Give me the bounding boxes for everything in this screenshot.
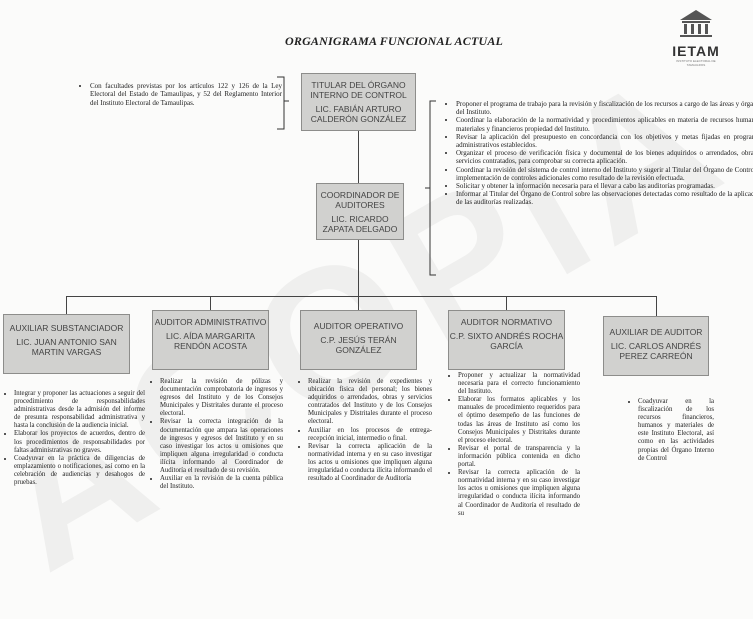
coordinador-box: COORDINADOR DE AUDITORES LIC. RICARDO ZA… — [316, 183, 404, 240]
logo-tagline: INSTITUTO ELECTORAL DE TAMAULIPAS — [676, 59, 716, 67]
unit-duty: Proponer y actualizar la normatividad ne… — [458, 372, 580, 396]
unit-duties-auxiliar-substanciador: Integrar y proponer las actuaciones a se… — [2, 390, 145, 487]
connector-unit-1 — [66, 296, 67, 314]
unit-duties-auditor-normativo: Proponer y actualizar la normatividad ne… — [446, 372, 580, 518]
legal-note: Con facultades previstas por los artícul… — [78, 82, 282, 107]
unit-duty: Revisar el portal de transparencia y la … — [458, 445, 580, 469]
unit-box-auxiliar-de-auditor: AUXILIAR DE AUDITOR LIC. CARLOS ANDRÉS P… — [603, 316, 709, 376]
unit-role: AUXILIAR DE AUDITOR — [609, 327, 703, 337]
connector-titular-coord — [358, 131, 359, 183]
unit-role: AUDITOR NORMATIVO — [460, 317, 553, 327]
unit-name: C.P. JESÚS TERÁN GONZÁLEZ — [320, 335, 397, 355]
unit-duty: Integrar y proponer las actuaciones a se… — [14, 390, 145, 430]
coord-duty-4: Organizar el proceso de verificación fís… — [456, 149, 753, 165]
coord-duty-5: Coordinar la revisión del sistema de con… — [456, 166, 753, 182]
unit-duties-auxiliar-de-auditor: Coadyuvar en la fiscalización de los rec… — [626, 398, 714, 463]
connector-unit-4 — [506, 296, 507, 310]
connector-unit-2 — [210, 296, 211, 310]
unit-duty: Elaborar los proyectos de acuerdos, dent… — [14, 430, 145, 454]
coordinador-duties: Proponer el programa de trabajo para la … — [444, 100, 753, 207]
unit-duty: Auxiliar en la revisión de la cuenta púb… — [160, 475, 283, 491]
unit-name: C.P. SIXTO ANDRÉS ROCHA GARCÍA — [449, 331, 564, 351]
connector-coord-down — [358, 240, 359, 296]
connector-unit-5 — [656, 296, 657, 316]
unit-duties-auditor-operativo: Realizar la revisión de expedientes y ub… — [296, 378, 432, 483]
unit-box-auxiliar-substanciador: AUXILIAR SUBSTANCIADOR LIC. JUAN ANTONIO… — [3, 314, 130, 374]
unit-duty: Elaborar los formatos aplicables y los m… — [458, 396, 580, 445]
titular-role: TITULAR DEL ÓRGANO INTERNO DE CONTROL — [310, 80, 407, 100]
duties-bracket — [425, 100, 436, 276]
unit-box-auditor-administrativo: AUDITOR ADMINISTRATIVO LIC. AÍDA MARGARI… — [152, 310, 269, 370]
coord-duty-6: Solicitar y obtener la información neces… — [456, 182, 753, 190]
coordinador-role: COORDINADOR DE AUDITORES — [320, 190, 400, 210]
connector-unit-3 — [358, 296, 359, 310]
unit-duties-auditor-administrativo: Realizar la revisión de pólizas y docume… — [148, 378, 283, 491]
coord-duty-1: Proponer el programa de trabajo para la … — [456, 100, 753, 116]
unit-name: LIC. CARLOS ANDRÉS PEREZ CARREÓN — [610, 341, 702, 361]
note-bracket — [277, 76, 289, 130]
building-icon — [680, 10, 712, 37]
logo-text: IETAM — [672, 43, 720, 59]
unit-role: AUXILIAR SUBSTANCIADOR — [9, 323, 124, 333]
coordinador-name: LIC. RICARDO ZAPATA DELGADO — [322, 214, 398, 234]
ietam-logo: IETAM INSTITUTO ELECTORAL DE TAMAULIPAS — [668, 8, 724, 68]
unit-role: AUDITOR ADMINISTRATIVO — [154, 317, 267, 327]
coord-duty-7: Informar al Titular del Órgano de Contro… — [456, 190, 753, 206]
unit-duty: Realizar la revisión de expedientes y ub… — [308, 378, 432, 427]
connector-horizontal — [66, 296, 656, 297]
unit-duty: Revisar la correcta aplicación de la nor… — [308, 443, 432, 483]
unit-duty: Coadyuvar en la práctica de diligencias … — [14, 455, 145, 487]
coord-duty-3: Revisar la aplicación del presupuesto en… — [456, 133, 753, 149]
unit-duty: Revisar la correcta integración de la do… — [160, 418, 283, 475]
unit-name: LIC. JUAN ANTONIO SAN MARTIN VARGAS — [16, 337, 117, 357]
unit-duty: Realizar la revisión de pólizas y docume… — [160, 378, 283, 418]
unit-box-auditor-operativo: AUDITOR OPERATIVO C.P. JESÚS TERÁN GONZÁ… — [300, 310, 417, 370]
titular-name: LIC. FABIÁN ARTURO CALDERÓN GONZÁLEZ — [310, 104, 407, 124]
unit-role: AUDITOR OPERATIVO — [313, 321, 404, 331]
titular-box: TITULAR DEL ÓRGANO INTERNO DE CONTROL LI… — [301, 73, 416, 131]
unit-name: LIC. AÍDA MARGARITA RENDÓN ACOSTA — [165, 331, 256, 351]
unit-duty: Auxiliar en los procesos de entrega-rece… — [308, 427, 432, 443]
unit-box-auditor-normativo: AUDITOR NORMATIVO C.P. SIXTO ANDRÉS ROCH… — [448, 310, 565, 370]
legal-note-text: Con facultades previstas por los artícul… — [90, 82, 282, 107]
coord-duty-2: Coordinar la elaboración de la normativi… — [456, 116, 753, 132]
unit-duty: Revisar la correcta aplicación de la nor… — [458, 469, 580, 518]
chart-title: ORGANIGRAMA FUNCIONAL ACTUAL — [285, 34, 504, 48]
unit-duty: Coadyuvar en la fiscalización de los rec… — [638, 398, 714, 463]
